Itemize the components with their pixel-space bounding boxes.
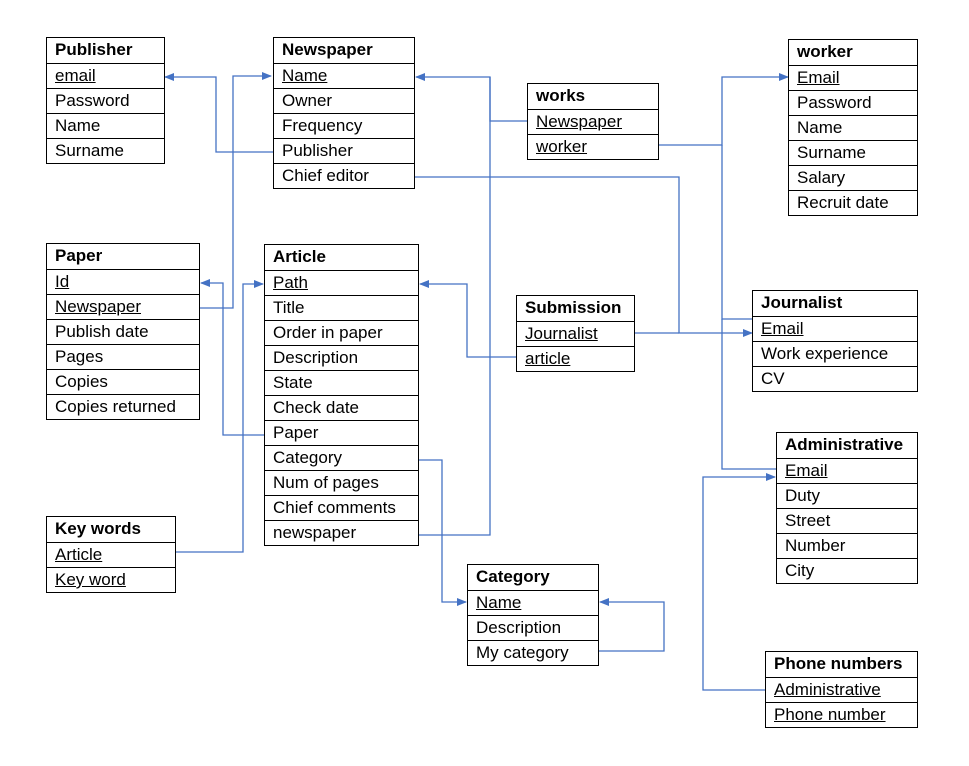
table-field: Email	[789, 65, 917, 90]
table-title: Submission	[525, 298, 622, 317]
connector-article-paper	[200, 279, 265, 436]
table-title: Newspaper	[282, 40, 373, 59]
table-title: works	[536, 86, 586, 105]
table-field: Check date	[265, 395, 418, 420]
table-field: Publisher	[274, 138, 414, 163]
table-field: worker	[528, 134, 658, 159]
table-field: Num of pages	[265, 470, 418, 495]
table-field: Title	[265, 295, 418, 320]
table-field: Frequency	[274, 113, 414, 138]
table-field: State	[265, 370, 418, 395]
table-field: CV	[753, 366, 917, 391]
phone-numbers-table: Phone numbers Administrative Phone numbe…	[765, 651, 918, 728]
table-field: Description	[265, 345, 418, 370]
connector-newspaper-publisher	[164, 73, 274, 153]
table-field: newspaper	[265, 520, 418, 545]
table-field: Name	[47, 113, 164, 138]
table-field: Password	[789, 90, 917, 115]
table-field: Article	[47, 542, 175, 567]
connector-article-category	[418, 459, 467, 606]
table-field: Paper	[265, 420, 418, 445]
table-field: Newspaper	[47, 294, 199, 319]
table-title: Key words	[55, 519, 141, 538]
table-field: Email	[753, 316, 917, 341]
table-field: Password	[47, 88, 164, 113]
works-table: works Newspaper worker	[527, 83, 659, 160]
table-title: Article	[273, 247, 326, 266]
connector-submission-article	[419, 280, 517, 358]
table-title: Journalist	[761, 293, 843, 312]
table-field: Description	[468, 615, 598, 640]
table-field: Key word	[47, 567, 175, 592]
table-field: Chief comments	[265, 495, 418, 520]
table-title: worker	[797, 42, 853, 61]
table-field: My category	[468, 640, 598, 665]
table-field: Duty	[777, 483, 917, 508]
table-field: Surname	[47, 138, 164, 163]
table-field: Pages	[47, 344, 199, 369]
newspaper-table: Newspaper Name Owner Frequency Publisher…	[273, 37, 415, 189]
table-field: Phone number	[766, 702, 917, 727]
table-field: City	[777, 558, 917, 583]
table-title: Administrative	[785, 435, 904, 454]
article-table: Article Path Title Order in paper Descri…	[264, 244, 419, 546]
table-field: Path	[265, 270, 418, 295]
table-field: Administrative	[766, 677, 917, 702]
submission-table: Submission Journalist article	[516, 295, 635, 372]
table-field: Order in paper	[265, 320, 418, 345]
table-field: Work experience	[753, 341, 917, 366]
table-field: Journalist	[517, 321, 634, 346]
table-field: Name	[468, 590, 598, 615]
table-field: article	[517, 346, 634, 371]
table-title: Phone numbers	[774, 654, 903, 673]
connector-category-self	[598, 598, 665, 652]
table-field: Email	[777, 458, 917, 483]
table-field: Copies	[47, 369, 199, 394]
table-field: Recruit date	[789, 190, 917, 215]
connector-works-worker	[658, 73, 789, 146]
table-field: Category	[265, 445, 418, 470]
administrative-table: Administrative Email Duty Street Number …	[776, 432, 918, 584]
table-title: Paper	[55, 246, 103, 265]
table-field: Id	[47, 269, 199, 294]
table-field: Name	[274, 63, 414, 88]
table-field: Surname	[789, 140, 917, 165]
table-field: Number	[777, 533, 917, 558]
table-field: Street	[777, 508, 917, 533]
connector-article-newspaper	[415, 73, 491, 536]
connector-works-newspaper	[489, 77, 528, 122]
table-field: Newspaper	[528, 109, 658, 134]
publisher-table: Publisher email Password Name Surname	[46, 37, 165, 164]
table-title: Category	[476, 567, 550, 586]
journalist-table: Journalist Email Work experience CV	[752, 290, 918, 392]
connector-journalist-worker	[721, 145, 754, 320]
table-field: Name	[789, 115, 917, 140]
table-field: Salary	[789, 165, 917, 190]
table-field: Publish date	[47, 319, 199, 344]
table-field: email	[47, 63, 164, 88]
category-table: Category Name Description My category	[467, 564, 599, 666]
table-title: Publisher	[55, 40, 133, 59]
table-field: Chief editor	[274, 163, 414, 188]
paper-table: Paper Id Newspaper Publish date Pages Co…	[46, 243, 200, 420]
table-field: Copies returned	[47, 394, 199, 419]
connector-paper-newspaper	[199, 72, 272, 309]
worker-table: worker Email Password Name Surname Salar…	[788, 39, 918, 216]
table-field: Owner	[274, 88, 414, 113]
keywords-table: Key words Article Key word	[46, 516, 176, 593]
